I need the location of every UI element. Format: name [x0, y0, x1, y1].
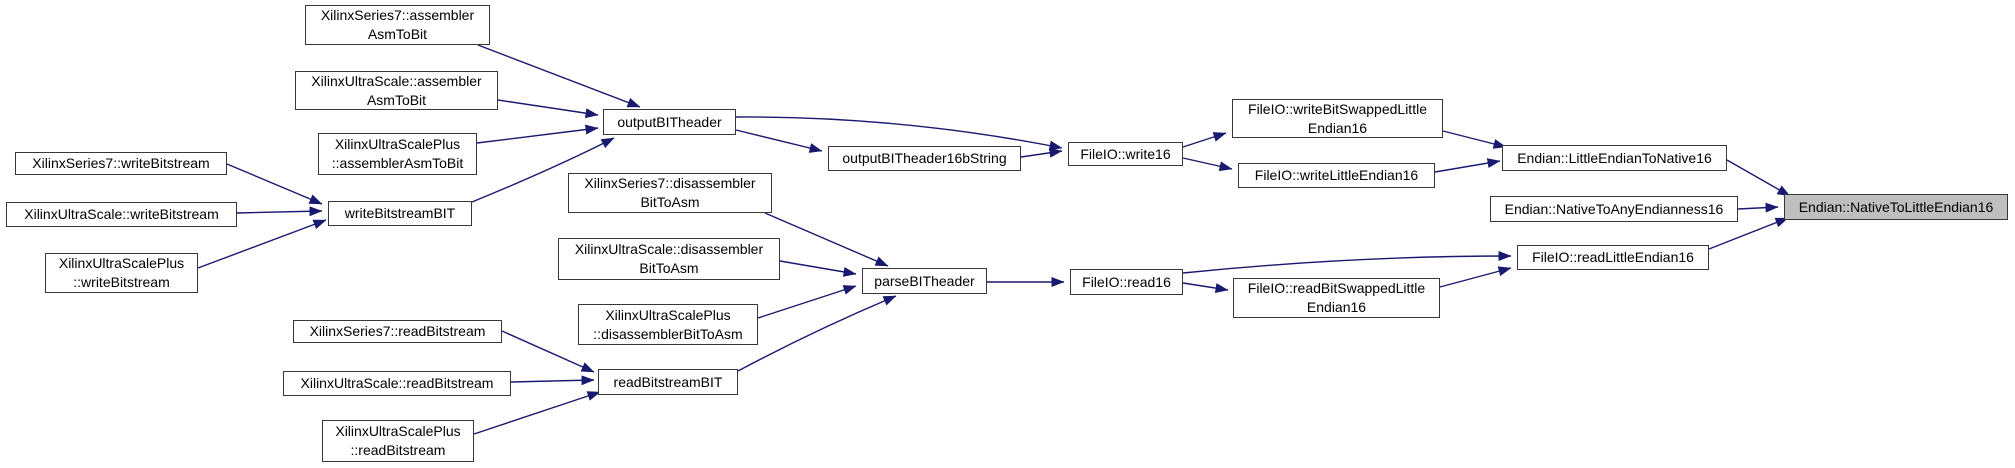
node-usdis[interactable]: XilinxUltraScale::disassembler BitToAsm — [558, 238, 780, 280]
edge-s7read-to-readBIT — [501, 330, 595, 373]
node-rle16[interactable]: FileIO::readLittleEndian16 — [1517, 245, 1709, 270]
node-usread[interactable]: XilinxUltraScale::readBitstream — [283, 371, 511, 396]
node-wle16[interactable]: FileIO::writeLittleEndian16 — [1238, 163, 1435, 188]
edge-uspread-to-readBIT — [473, 391, 601, 435]
node-parsehdr[interactable]: parseBITheader — [862, 268, 987, 294]
edge-readBIT-to-parsehdr — [737, 295, 897, 372]
node-le2n16[interactable]: Endian::LittleEndianToNative16 — [1502, 145, 1727, 171]
edge-writeBIT-to-outhdr — [471, 137, 615, 203]
edge-write16-to-wbsle16 — [1182, 132, 1227, 148]
edge-write16-to-wle16 — [1182, 157, 1233, 172]
edge-s7asm-to-outhdr — [477, 44, 641, 108]
edge-usdis-to-parsehdr — [779, 260, 857, 277]
edge-uspwrite-to-writeBIT — [197, 219, 327, 269]
edge-usasm-to-outhdr — [497, 99, 599, 119]
edge-rbsle16-to-rle16 — [1439, 266, 1512, 288]
edge-uswrite-to-writeBIT — [236, 206, 323, 217]
node-wbsle16[interactable]: FileIO::writeBitSwappedLittle Endian16 — [1232, 99, 1443, 138]
edge-n2any16-to-n2le16 — [1737, 202, 1779, 213]
node-n2any16[interactable]: Endian::NativeToAnyEndianness16 — [1490, 196, 1738, 222]
node-usasm[interactable]: XilinxUltraScale::assembler AsmToBit — [295, 71, 498, 110]
edge-le2n16-to-n2le16 — [1726, 159, 1791, 197]
edge-wbsle16-to-le2n16 — [1442, 130, 1507, 149]
node-outhdr[interactable]: outputBITheader — [603, 109, 736, 135]
edge-outhdr16-to-write16 — [1020, 147, 1063, 158]
edge-outhdr-to-write16 — [735, 116, 1063, 151]
node-s7dis[interactable]: XilinxSeries7::disassembler BitToAsm — [568, 173, 772, 213]
node-s7asm[interactable]: XilinxSeries7::assembler AsmToBit — [305, 5, 490, 45]
edge-wle16-to-le2n16 — [1434, 158, 1501, 173]
edge-rle16-to-n2le16 — [1708, 217, 1789, 250]
edge-s7write-to-writeBIT — [226, 163, 323, 205]
node-read16[interactable]: FileIO::read16 — [1070, 269, 1183, 295]
edge-read16-to-rle16 — [1182, 251, 1512, 274]
node-rbsle16[interactable]: FileIO::readBitSwappedLittle Endian16 — [1233, 278, 1440, 318]
edge-outhdr-to-outhdr16 — [735, 129, 823, 153]
node-outhdr16[interactable]: outputBITheader16bString — [828, 146, 1021, 171]
node-write16[interactable]: FileIO::write16 — [1068, 142, 1183, 166]
node-uspasm[interactable]: XilinxUltraScalePlus ::assemblerAsmToBit — [318, 133, 477, 175]
edge-s7dis-to-parsehdr — [764, 212, 889, 267]
edge-uspasm-to-outhdr — [476, 124, 599, 144]
node-n2le16: Endian::NativeToLittleEndian16 — [1784, 194, 2008, 220]
node-s7read[interactable]: XilinxSeries7::readBitstream — [293, 320, 502, 343]
edge-usread-to-readBIT — [510, 375, 595, 386]
edge-read16-to-rbsle16 — [1182, 282, 1229, 294]
node-uspread[interactable]: XilinxUltraScalePlus ::readBitstream — [322, 420, 474, 462]
node-uspdis[interactable]: XilinxUltraScalePlus ::disassemblerBitTo… — [578, 304, 758, 345]
node-writeBIT[interactable]: writeBitstreamBIT — [328, 201, 472, 226]
node-uspwrite[interactable]: XilinxUltraScalePlus ::writeBitstream — [45, 253, 198, 293]
node-readBIT[interactable]: readBitstreamBIT — [598, 369, 738, 395]
node-uswrite[interactable]: XilinxUltraScale::writeBitstream — [6, 202, 237, 227]
edge-uspdis-to-parsehdr — [757, 285, 857, 319]
node-s7write[interactable]: XilinxSeries7::writeBitstream — [15, 152, 227, 175]
